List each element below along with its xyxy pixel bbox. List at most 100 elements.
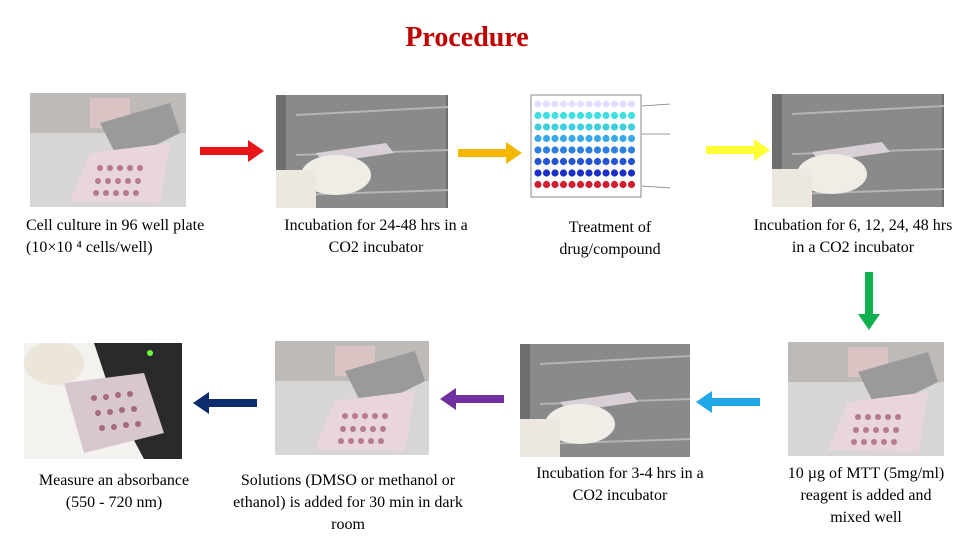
plate-well bbox=[576, 100, 585, 108]
plate-well bbox=[627, 100, 636, 108]
plate-well bbox=[551, 123, 559, 131]
plate-well bbox=[551, 100, 559, 108]
plate-well bbox=[542, 134, 551, 143]
plate-well bbox=[627, 180, 636, 189]
plate-well bbox=[593, 100, 602, 108]
plate-well bbox=[534, 157, 542, 166]
arrow-shape bbox=[706, 139, 770, 161]
plate-well bbox=[568, 100, 576, 108]
arrow-left-blue bbox=[696, 389, 762, 415]
plate-well bbox=[559, 100, 568, 108]
plate-well bbox=[559, 169, 568, 177]
plate-well bbox=[534, 180, 542, 189]
plate-well bbox=[602, 169, 610, 177]
plate-well bbox=[551, 111, 559, 120]
plate-well bbox=[593, 157, 602, 166]
plate-well bbox=[576, 180, 585, 189]
plate-well bbox=[551, 180, 559, 189]
plate-well bbox=[585, 134, 593, 143]
plate-well bbox=[534, 123, 542, 131]
incubator-photo-2 bbox=[772, 94, 944, 207]
plate-well bbox=[610, 134, 619, 143]
step-5-caption: 10 µg of MTT (5mg/ml) reagent is added a… bbox=[787, 465, 945, 526]
plate-well bbox=[585, 100, 593, 108]
plate-well bbox=[585, 169, 593, 177]
plate-well bbox=[576, 169, 585, 177]
step-1-caption: Cell culture in 96 well plate (10×10 ⁴ c… bbox=[26, 217, 205, 256]
plate-well bbox=[585, 180, 593, 189]
plate-well bbox=[619, 111, 627, 120]
plate-well bbox=[610, 157, 619, 166]
plate-well bbox=[568, 134, 576, 143]
mtt-addition-photo bbox=[788, 342, 944, 456]
plate-well bbox=[576, 123, 585, 131]
plate-reader-photo bbox=[24, 343, 182, 459]
plate-well bbox=[568, 180, 576, 189]
plate-well bbox=[593, 134, 602, 143]
plate-well bbox=[619, 180, 627, 189]
plate-well bbox=[610, 123, 619, 131]
page-title: Procedure bbox=[405, 22, 529, 53]
plate-well bbox=[559, 146, 568, 154]
plate-well bbox=[542, 111, 551, 120]
plate-well bbox=[542, 180, 551, 189]
plate-well bbox=[619, 123, 627, 131]
plate-layout-diagram bbox=[530, 94, 700, 216]
plate-well bbox=[576, 157, 585, 166]
plate-well bbox=[602, 146, 610, 154]
arrow-right-orange bbox=[458, 140, 524, 166]
plate-well bbox=[559, 111, 568, 120]
plate-well bbox=[576, 111, 585, 120]
plate-well bbox=[619, 134, 627, 143]
plate-well bbox=[610, 169, 619, 177]
plate-well bbox=[559, 134, 568, 143]
arrow-shape bbox=[458, 142, 522, 164]
plate-well bbox=[602, 123, 610, 131]
arrow-shape bbox=[200, 140, 264, 162]
solvent-addition-photo bbox=[275, 341, 429, 455]
plate-well bbox=[576, 146, 585, 154]
plate-well bbox=[593, 111, 602, 120]
plate-well bbox=[627, 111, 636, 120]
arrow-left-navy bbox=[193, 390, 259, 416]
plate-well bbox=[593, 169, 602, 177]
plate-well bbox=[542, 157, 551, 166]
plate-well bbox=[585, 123, 593, 131]
step-8-caption: Measure an absorbance (550 - 720 nm) bbox=[38, 472, 190, 511]
incubator-photo-3 bbox=[520, 344, 690, 457]
plate-well bbox=[534, 134, 542, 143]
plate-well bbox=[602, 134, 610, 143]
plate-well bbox=[551, 169, 559, 177]
arrow-shape bbox=[858, 272, 880, 330]
arrow-right-red bbox=[200, 138, 266, 164]
cell-culture-photo bbox=[30, 93, 186, 207]
plate-well bbox=[551, 157, 559, 166]
plate-well bbox=[551, 146, 559, 154]
plate-well bbox=[619, 146, 627, 154]
arrow-shape bbox=[440, 388, 504, 410]
plate-well bbox=[576, 134, 585, 143]
plate-well bbox=[610, 111, 619, 120]
arrow-right-yellow bbox=[706, 137, 772, 163]
plate-well bbox=[593, 123, 602, 131]
arrow-shape bbox=[696, 391, 760, 413]
plate-well bbox=[619, 169, 627, 177]
arrow-down-green bbox=[856, 272, 882, 332]
plate-well bbox=[534, 100, 542, 108]
plate-well bbox=[610, 146, 619, 154]
plate-well bbox=[534, 169, 542, 177]
incubator-photo-1 bbox=[276, 95, 448, 208]
plate-well bbox=[534, 146, 542, 154]
plate-well bbox=[610, 100, 619, 108]
plate-well bbox=[619, 100, 627, 108]
plate-well bbox=[542, 100, 551, 108]
step-2-caption: Incubation for 24-48 hrs in a CO2 incuba… bbox=[284, 217, 468, 256]
annotation-line bbox=[641, 185, 671, 189]
plate-well bbox=[585, 157, 593, 166]
plate-well bbox=[593, 180, 602, 189]
plate-well bbox=[585, 146, 593, 154]
plate-well bbox=[627, 146, 636, 154]
plate-well bbox=[602, 111, 610, 120]
annotation-line bbox=[641, 103, 671, 107]
plate-well bbox=[585, 111, 593, 120]
